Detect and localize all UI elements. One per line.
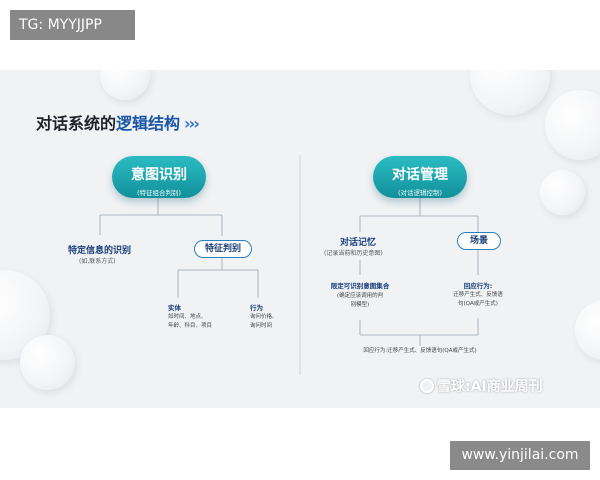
scene-node: 场景 <box>457 232 501 250</box>
snowball-logo-icon <box>420 379 434 393</box>
node-title: 对话管理 <box>392 167 448 183</box>
watermark: 雪球:AI商业周刊 <box>420 376 543 396</box>
feature-discrimination-node: 特征判别 <box>194 240 252 258</box>
response-behavior-items: 迁移产生式、反馈语 句(QA或产生式) <box>440 291 516 309</box>
entity-label: 实体 <box>168 304 181 312</box>
entity-items: 如时间、地点、 年龄、科目、项目 <box>168 313 212 331</box>
slide-title: 对话系统的逻辑结构››› <box>36 110 200 134</box>
intent-recognition-node: 意图识别 (特征组合判别) <box>112 156 206 198</box>
connector-lines <box>99 155 479 375</box>
response-behavior-item: 迁移产生式、反馈语 <box>453 292 503 298</box>
title-prefix: 对话系统的 <box>36 114 117 133</box>
intent-set-item: 别模型) <box>350 302 370 308</box>
entity-item: 如时间、地点、 <box>168 314 207 320</box>
node-subtitle: (特征组合判别) <box>136 189 182 197</box>
node-subtitle: (对话逻辑控制) <box>397 189 443 197</box>
intent-set-label: 限定可识别意图集合 <box>330 282 390 290</box>
behavior-label: 行为 <box>250 304 263 312</box>
specific-info-recognition-label: 特定信息的识别 <box>68 246 132 256</box>
watermark-text: 雪球:AI商业周刊 <box>437 379 543 395</box>
dialogue-management-node: 对话管理 (对话逻辑控制) <box>373 156 467 198</box>
behavior-item: 询问价格、 <box>250 314 278 320</box>
dialogue-memory-label: 对话记忆 <box>340 238 377 248</box>
behavior-items: 询问价格、 询问时间 <box>250 313 278 331</box>
website-overlay-label: www.yinjilai.com <box>450 441 590 470</box>
intent-set-item: (确定应该调用的判 <box>336 293 384 299</box>
response-behavior-label: 回应行为: <box>463 282 493 290</box>
response-behavior-footer: 回应行为:迁移产生式、反馈语句(QA或产生式) <box>363 348 477 354</box>
chevron-right-icon: ››› <box>184 114 200 133</box>
specific-info-recognition-subtitle: (如,联系方式) <box>79 258 116 265</box>
node-title: 意图识别 <box>131 167 187 183</box>
decorative-sphere <box>545 90 600 160</box>
response-behavior-item: 句(QA或产生式) <box>458 301 498 307</box>
slide: 对话系统的逻辑结构››› 意图识别 (特征组合判别) 特定信息的识别 (如,联系… <box>0 70 600 408</box>
intent-set-items: (确定应该调用的判 别模型) <box>320 292 400 310</box>
title-accent: 逻辑结构 <box>116 114 181 133</box>
decorative-sphere <box>540 170 585 215</box>
behavior-item: 询问时间 <box>250 323 273 329</box>
decorative-sphere <box>20 335 75 390</box>
tg-overlay-label: TG: MYYJJPP <box>10 10 135 40</box>
entity-item: 年龄、科目、项目 <box>168 323 213 329</box>
dialogue-memory-subtitle: (记录当前和历史意图) <box>324 250 383 257</box>
